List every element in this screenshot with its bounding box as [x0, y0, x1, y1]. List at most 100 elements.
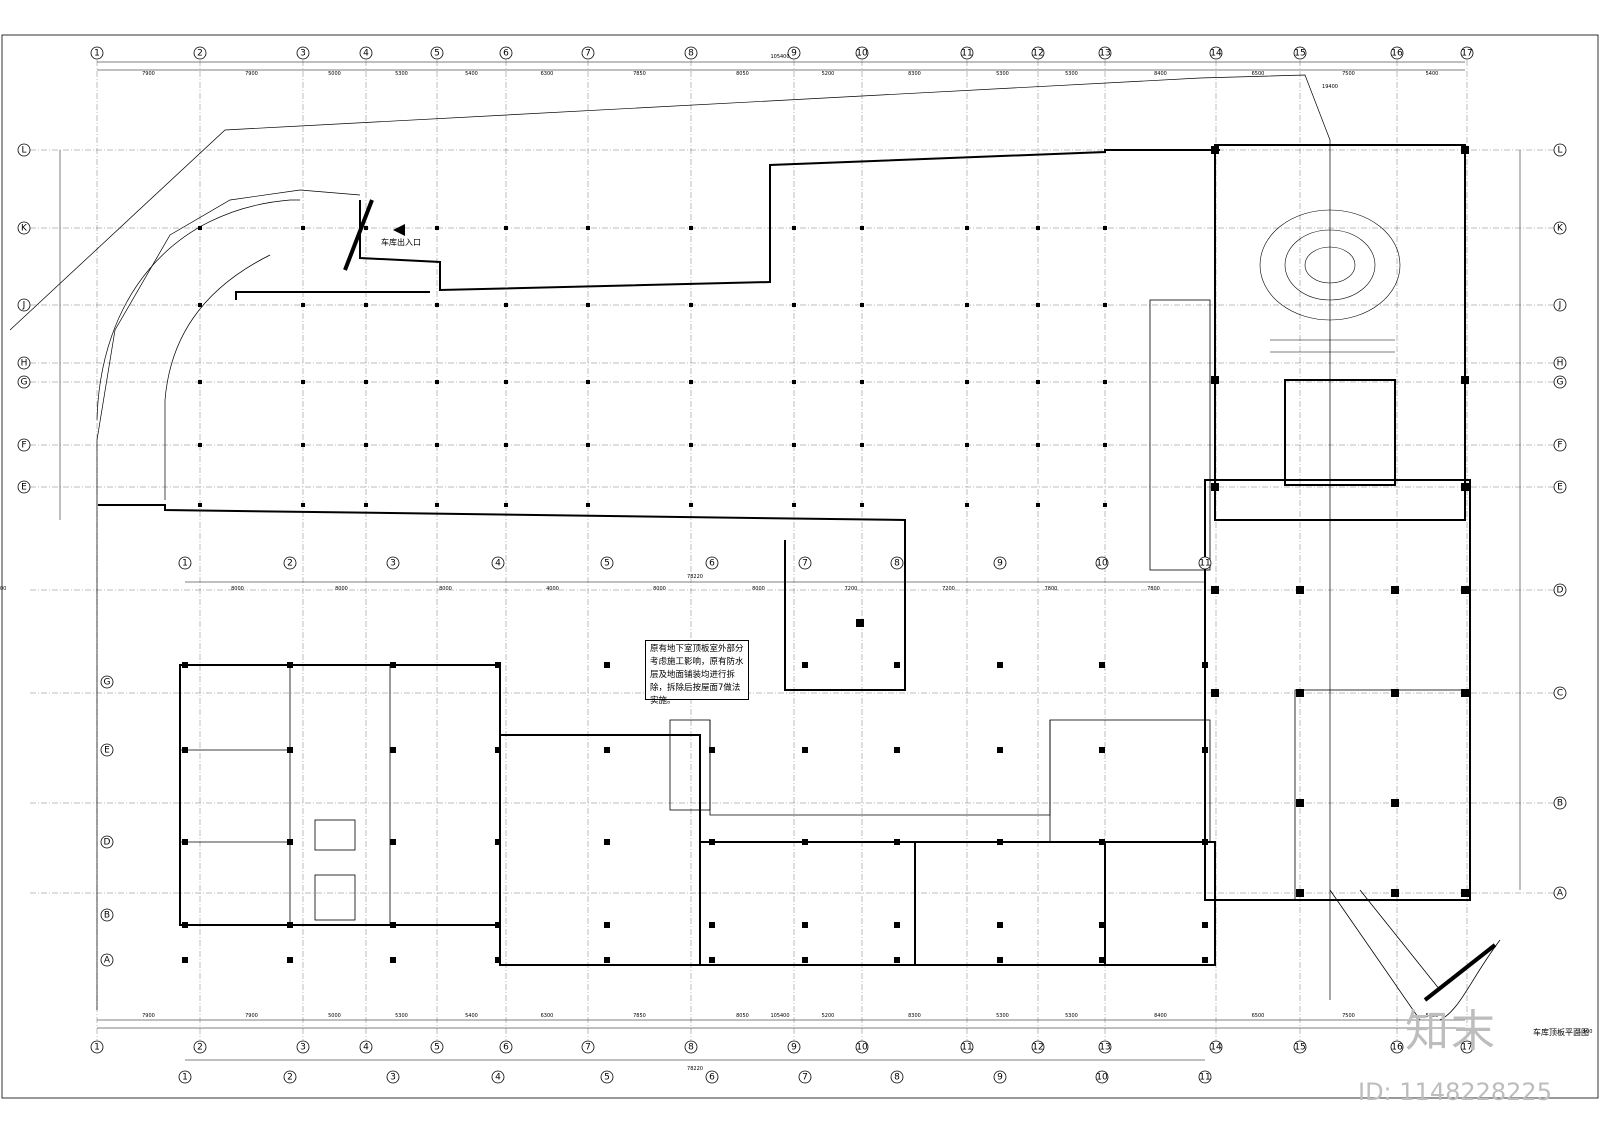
- column: [495, 747, 501, 753]
- axis-left-G: G: [17, 375, 31, 389]
- axis-top-14-label: 14: [1210, 49, 1222, 59]
- axis-bottom-12-label: 12: [1032, 1043, 1043, 1053]
- axis-right-F-label: F: [1557, 441, 1562, 451]
- dim-lower: 7800: [1147, 586, 1160, 592]
- column: [182, 839, 188, 845]
- column: [586, 380, 590, 384]
- column: [301, 380, 305, 384]
- axis-bottom-1-label: 1: [94, 1043, 100, 1053]
- dim-lower: 7800: [1045, 586, 1058, 592]
- axis-bottom-10: 10: [855, 1040, 869, 1054]
- axis-bubbles: 1122334455667788991010111112121313141415…: [17, 46, 1567, 1084]
- axis-bottom-8-label: 8: [688, 1043, 694, 1053]
- column: [1296, 586, 1304, 594]
- column: [1099, 957, 1105, 963]
- axis-right-K: K: [1553, 221, 1567, 235]
- axis-lower-bottom-10-label: 10: [1096, 1073, 1108, 1083]
- axis-top-11: 11: [960, 46, 974, 60]
- dim-lower: 8000: [653, 586, 666, 592]
- column: [860, 503, 864, 507]
- axis-lower-bottom-11: 11: [1198, 1070, 1212, 1084]
- axis-lower-bottom-4-label: 4: [495, 1073, 501, 1083]
- axis-lower-bottom-2-label: 2: [287, 1073, 293, 1083]
- axis-top-6: 6: [499, 46, 513, 60]
- column: [364, 303, 368, 307]
- column: [1036, 380, 1040, 384]
- garage-entry-label: 车库出入口: [381, 238, 421, 247]
- dim-lower: 7800: [0, 586, 6, 592]
- column: [1036, 503, 1040, 507]
- column: [1391, 799, 1399, 807]
- column: [1296, 689, 1304, 697]
- column: [301, 226, 305, 230]
- axis-lower-bottom-6: 6: [705, 1070, 719, 1084]
- dim-bottom: 5300: [1065, 1013, 1078, 1019]
- column: [997, 839, 1003, 845]
- axis-lower-left-B: B: [100, 908, 114, 922]
- column: [1099, 747, 1105, 753]
- axis-top-15: 15: [1293, 46, 1307, 60]
- axis-lower-top-10-label: 10: [1096, 559, 1108, 569]
- column: [1391, 586, 1399, 594]
- axis-lower-left-B-label: B: [104, 911, 110, 921]
- overall-dimension-inner-bottom: 78220: [687, 1066, 703, 1072]
- axis-top-5: 5: [430, 46, 444, 60]
- column: [1103, 380, 1107, 384]
- structural-columns: [182, 146, 1469, 963]
- column: [604, 922, 610, 928]
- axis-top-2-label: 2: [197, 49, 203, 59]
- column: [435, 380, 439, 384]
- axis-bottom-6: 6: [499, 1040, 513, 1054]
- axis-top-12: 12: [1031, 46, 1045, 60]
- column: [495, 662, 501, 668]
- dim-bottom: 7850: [633, 1013, 646, 1019]
- dim-top: 6500: [1252, 71, 1265, 77]
- column: [1461, 586, 1469, 594]
- axis-top-11-label: 11: [961, 49, 972, 59]
- dim-bottom: 8050: [736, 1013, 749, 1019]
- axis-top-8: 8: [684, 46, 698, 60]
- axis-lower-bottom-8-label: 8: [894, 1073, 900, 1083]
- column: [1036, 443, 1040, 447]
- axis-lower-top-8-label: 8: [894, 559, 900, 569]
- column: [287, 922, 293, 928]
- axis-right-A-label: A: [1557, 889, 1564, 899]
- axis-left-L: L: [17, 143, 31, 157]
- right-dimension: 19400: [1322, 84, 1338, 90]
- dim-top: 5300: [1065, 71, 1078, 77]
- axis-bottom-15: 15: [1293, 1040, 1307, 1054]
- axis-lower-left-D-label: D: [104, 838, 111, 848]
- axis-bottom-15-label: 15: [1294, 1043, 1305, 1053]
- axis-top-13-label: 13: [1099, 49, 1110, 59]
- column: [1391, 689, 1399, 697]
- axis-top-6-label: 6: [503, 49, 509, 59]
- axis-right-A: A: [1553, 886, 1567, 900]
- column: [435, 226, 439, 230]
- dim-bottom: 5200: [822, 1013, 835, 1019]
- column: [1099, 922, 1105, 928]
- column: [390, 922, 396, 928]
- column: [792, 380, 796, 384]
- column: [1461, 689, 1469, 697]
- dim-top: 5000: [328, 71, 341, 77]
- column: [504, 380, 508, 384]
- column: [435, 503, 439, 507]
- column: [198, 503, 202, 507]
- axis-lower-top-4: 4: [491, 556, 505, 570]
- column: [1036, 226, 1040, 230]
- column: [604, 839, 610, 845]
- column: [894, 747, 900, 753]
- axis-right-L-label: L: [1557, 146, 1562, 156]
- column: [894, 662, 900, 668]
- watermark-brand: 知末: [1405, 1006, 1497, 1057]
- column: [709, 747, 715, 753]
- axis-lower-top-2: 2: [283, 556, 297, 570]
- axis-top-17-label: 17: [1461, 49, 1472, 59]
- column: [997, 922, 1003, 928]
- axis-bottom-7: 7: [581, 1040, 595, 1054]
- axis-top-3-label: 3: [300, 49, 306, 59]
- axis-top-9-label: 9: [791, 49, 797, 59]
- axis-left-E: E: [17, 480, 31, 494]
- dim-top: 7900: [245, 71, 258, 77]
